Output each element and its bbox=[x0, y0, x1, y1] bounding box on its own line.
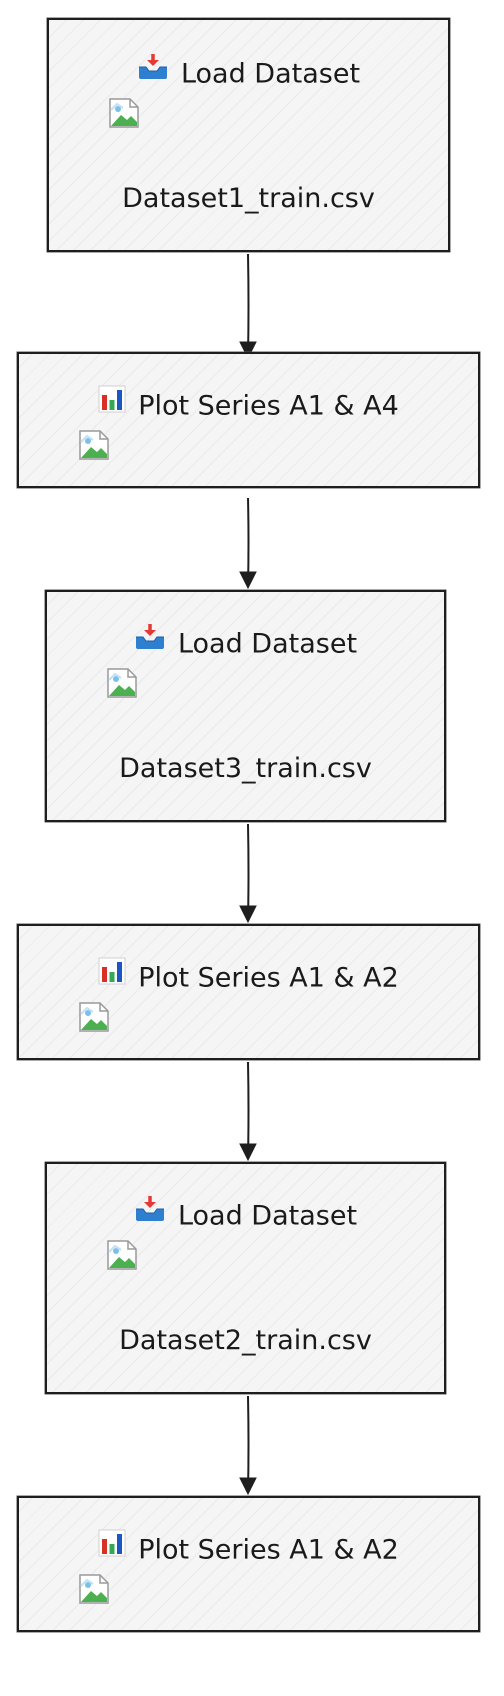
node-filename: Dataset2_train.csv bbox=[119, 1325, 372, 1356]
connector-arrowhead-4 bbox=[239, 1143, 257, 1162]
bar-chart-icon bbox=[98, 957, 126, 994]
node-title-label: Load Dataset bbox=[177, 1200, 358, 1232]
node-plot-series-2[interactable]: Plot Series A1 & A2 bbox=[17, 924, 480, 1060]
connector-arrowhead-2 bbox=[239, 571, 257, 590]
inbox-tray-icon bbox=[134, 623, 166, 660]
connector-arrowhead-5 bbox=[239, 1477, 257, 1496]
broken-image-icon bbox=[79, 430, 109, 460]
node-title-label: Plot Series A1 & A2 bbox=[138, 962, 399, 994]
node-plot-series-1[interactable]: Plot Series A1 & A4 bbox=[17, 352, 480, 488]
node-title-label: Plot Series A1 & A4 bbox=[138, 390, 399, 422]
inbox-tray-icon bbox=[137, 53, 169, 90]
node-title: Load Dataset bbox=[47, 623, 444, 663]
broken-image-icon bbox=[79, 1002, 109, 1032]
broken-image-icon bbox=[107, 1240, 137, 1270]
connector-arrowhead-1 bbox=[239, 341, 257, 360]
node-title: Load Dataset bbox=[47, 1195, 444, 1235]
node-title-label: Load Dataset bbox=[180, 58, 361, 90]
node-filename: Dataset3_train.csv bbox=[119, 753, 372, 784]
node-load-dataset-1[interactable]: Load Dataset Dataset1_train.csv bbox=[47, 18, 450, 252]
node-filename: Dataset1_train.csv bbox=[122, 183, 375, 214]
node-title-label: Load Dataset bbox=[177, 628, 358, 660]
node-title-label: Plot Series A1 & A2 bbox=[138, 1534, 399, 1566]
node-title: Load Dataset bbox=[49, 53, 448, 93]
broken-image-icon bbox=[109, 98, 139, 128]
bar-chart-icon bbox=[98, 385, 126, 422]
node-title: Plot Series A1 & A4 bbox=[19, 385, 478, 425]
node-load-dataset-2[interactable]: Load Dataset Dataset3_train.csv bbox=[45, 590, 446, 822]
node-title: Plot Series A1 & A2 bbox=[19, 1529, 478, 1569]
broken-image-icon bbox=[79, 1574, 109, 1604]
connector-arrowhead-3 bbox=[239, 905, 257, 924]
node-load-dataset-3[interactable]: Load Dataset Dataset2_train.csv bbox=[45, 1162, 446, 1394]
connector-line-1 bbox=[247, 253, 250, 357]
node-plot-series-3[interactable]: Plot Series A1 & A2 bbox=[17, 1496, 480, 1632]
inbox-tray-icon bbox=[134, 1195, 166, 1232]
node-title: Plot Series A1 & A2 bbox=[19, 957, 478, 997]
broken-image-icon bbox=[107, 668, 137, 698]
bar-chart-icon bbox=[98, 1529, 126, 1566]
